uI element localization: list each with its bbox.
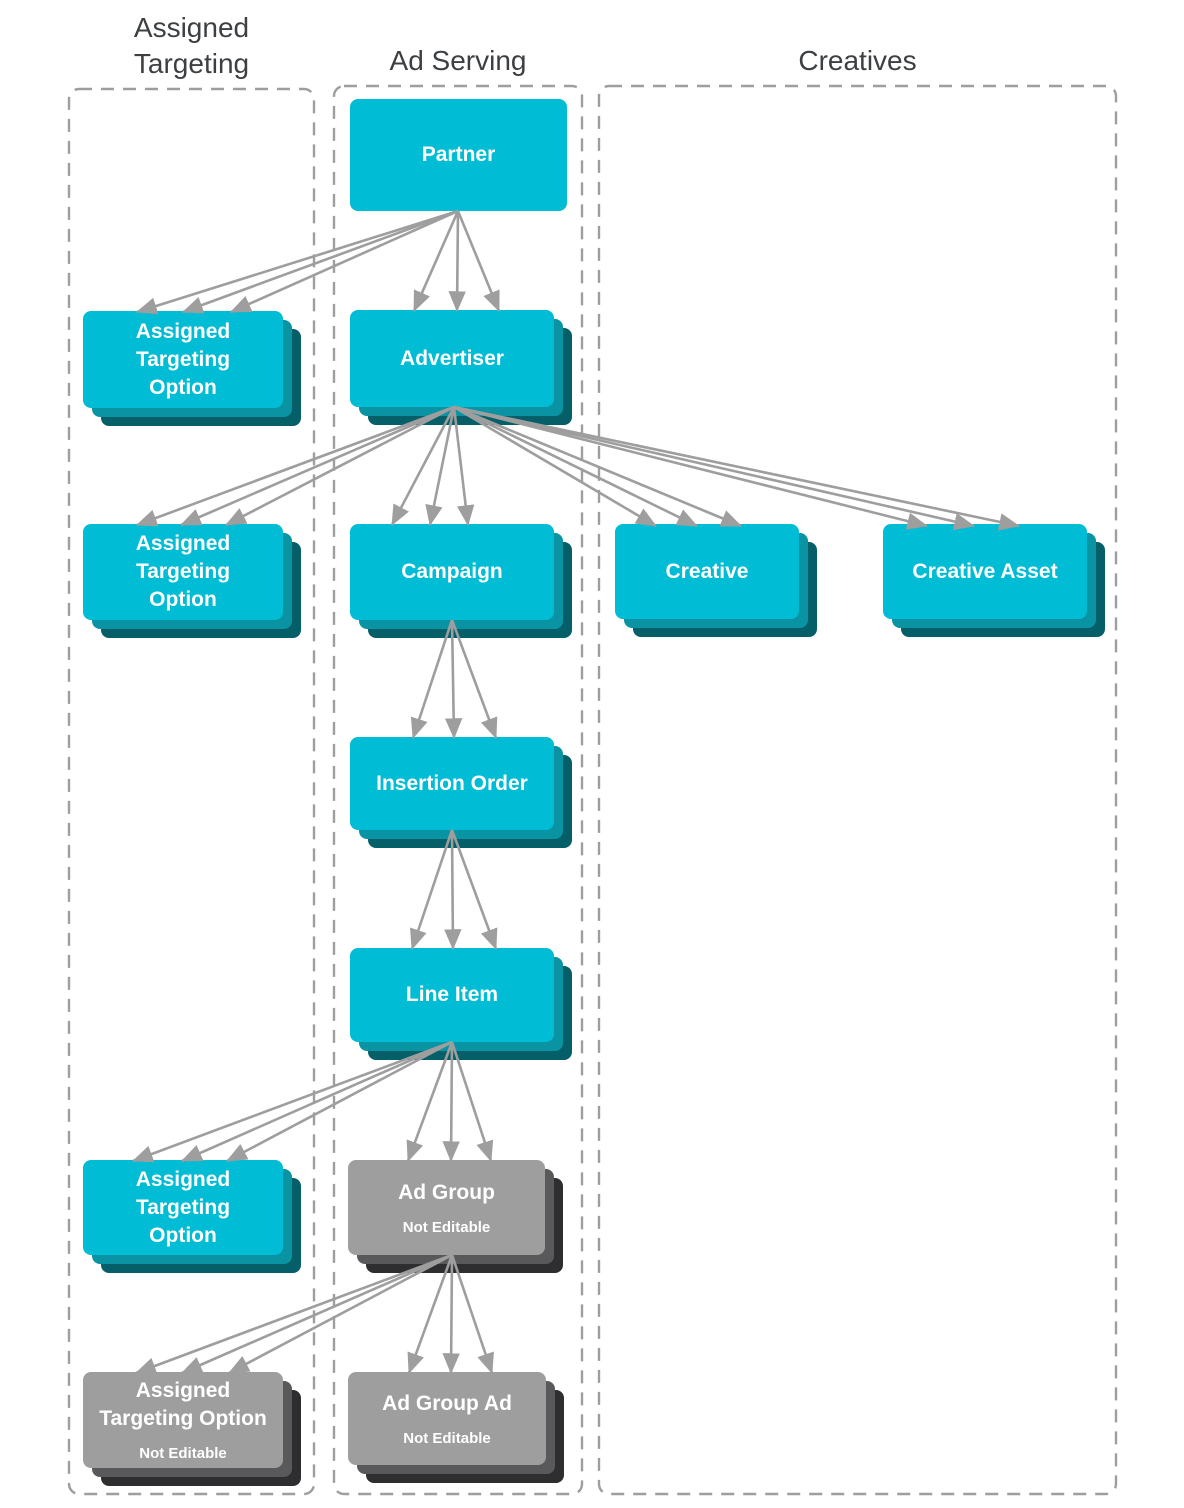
node-label-line: Assigned: [135, 532, 231, 555]
node-line-item: Line Item: [350, 948, 572, 1060]
node-face-partner: Partner: [350, 99, 567, 211]
node-face-campaign: Campaign: [350, 524, 554, 620]
column-title-text: Creatives: [798, 45, 917, 76]
node-advertiser: Advertiser: [350, 310, 572, 425]
node-partner: Partner: [350, 99, 567, 211]
column-title-assigned-targeting: Assigned Targeting: [68, 10, 315, 82]
column-title-text: Assigned Targeting: [133, 12, 250, 79]
node-label: Partner: [421, 143, 496, 166]
edge-line: [136, 209, 459, 315]
node-face-creative: Creative: [615, 524, 799, 619]
node-campaign: Campaign: [350, 524, 572, 638]
node-label-line: Option: [149, 1223, 217, 1247]
node-label-line: Option: [149, 588, 217, 611]
node-face-line-item: Line Item: [350, 948, 554, 1042]
node-ad-group-ad: Ad Group Ad Not Editable: [348, 1372, 564, 1483]
column-title-creatives: Creatives: [598, 43, 1117, 79]
column-assigned-targeting: [67, 87, 316, 1496]
node-label-line: Option: [149, 375, 217, 399]
node-label-line: Assigned: [135, 319, 231, 343]
node-label: Ad Group Ad: [382, 1391, 512, 1415]
edge-line: [230, 209, 459, 314]
edge-line: [182, 209, 459, 314]
node-face-insertion-order: Insertion Order: [350, 737, 554, 830]
column-title-ad-serving: Ad Serving: [333, 43, 583, 79]
node-label-line: Assigned: [135, 1379, 231, 1402]
node-sublabel: Not Editable: [402, 1218, 491, 1236]
node-sublabel: Not Editable: [403, 1429, 491, 1447]
node-label-line: Targeting: [135, 560, 231, 583]
edge-line: [456, 210, 501, 312]
node-label: Creative Asset: [912, 559, 1058, 583]
edge-partner-to-advertiser: [412, 210, 501, 313]
column-creatives: [597, 84, 1118, 1496]
node-label: Advertiser: [400, 346, 504, 370]
node-insertion-order: Insertion Order: [350, 737, 572, 848]
node-face-advertiser: Advertiser: [350, 310, 554, 407]
node-label: Insertion Order: [376, 771, 528, 795]
node-sublabel: Not Editable: [139, 1445, 227, 1462]
node-face-ad-group-ad: Ad Group Ad Not Editable: [348, 1372, 546, 1465]
node-label: Ad Group: [398, 1180, 495, 1204]
node-label: Creative: [665, 559, 749, 583]
node-label-line: Targeting Option: [99, 1407, 267, 1430]
column-title-text: Ad Serving: [389, 45, 527, 76]
edge-partner-to-assigned-targeting-option-1: [136, 209, 459, 315]
edge-line: [448, 210, 466, 313]
node-face-creative-asset: Creative Asset: [883, 524, 1087, 619]
node-label: Campaign: [401, 560, 503, 583]
node-creative: Creative: [615, 524, 817, 637]
edge-line: [412, 210, 460, 312]
node-label-line: Assigned: [135, 1167, 231, 1191]
node-label-line: Targeting: [135, 347, 231, 371]
node-label: Line Item: [405, 983, 499, 1006]
node-creative-asset: Creative Asset: [883, 524, 1105, 637]
node-label-line: Targeting: [135, 1195, 231, 1219]
